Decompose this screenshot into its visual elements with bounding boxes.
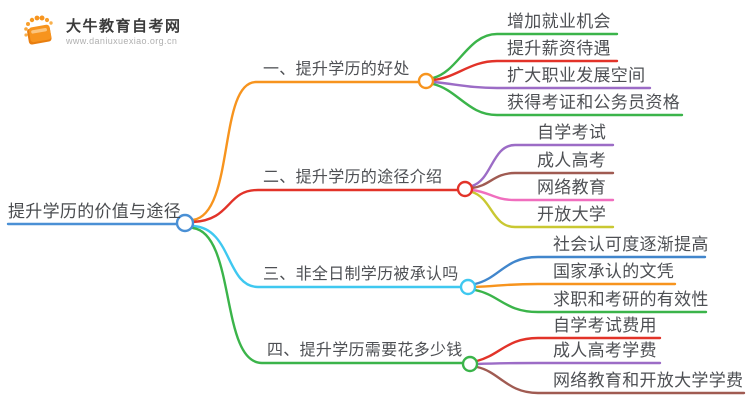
branch-3-child-2-label[interactable]: 国家承认的文凭: [553, 262, 675, 281]
branch-3-label[interactable]: 三、非全日制学历被承认吗: [263, 266, 459, 283]
branch-1-child-2-label[interactable]: 提升薪资待遇: [507, 39, 611, 58]
branch-4-node-toggle[interactable]: [461, 355, 479, 373]
root-node-label[interactable]: 提升学历的价值与途径: [8, 202, 181, 221]
edge-branch-4-child-3: [475, 365, 746, 395]
edge-branch-4-child-2: [475, 361, 662, 366]
edge-branch-1-child-3: [431, 80, 652, 90]
branch-4-child-3-label[interactable]: 网络教育和开放大学学费: [553, 371, 744, 390]
edge-branch-4-child-1: [475, 336, 662, 363]
edge-branch-2-child-4: [470, 190, 615, 229]
edge-branch-1-child-4: [431, 82, 684, 117]
branch-2-child-4-label[interactable]: 开放大学: [537, 205, 607, 224]
edge-branch-1: [191, 80, 421, 222]
branch-1-node-toggle[interactable]: [417, 72, 435, 90]
branch-2-label[interactable]: 二、提升学历的途径介绍: [263, 169, 443, 186]
branch-4-label[interactable]: 四、提升学历需要花多少钱: [267, 342, 463, 359]
branch-2-child-1-label[interactable]: 自学考试: [537, 123, 607, 142]
branch-4-child-2-label[interactable]: 成人高考学费: [553, 341, 657, 360]
edge-branch-3-child-3: [473, 288, 708, 314]
branch-1-child-3-label[interactable]: 扩大职业发展空间: [507, 66, 646, 85]
branch-1-child-1-label[interactable]: 增加就业机会: [507, 12, 611, 31]
logo-url: www.daniuxuexiao.org.cn: [66, 35, 178, 46]
edge-branch-1-child-1: [431, 32, 619, 80]
book-sunburst-icon: [24, 15, 53, 45]
edge-branch-1-child-2: [431, 59, 619, 82]
branch-2-child-2-label[interactable]: 成人高考: [537, 151, 607, 170]
branch-4-child-1-label[interactable]: 自学考试费用: [553, 316, 657, 335]
edge-branch-2-child-2: [470, 171, 615, 190]
edge-branch-2: [191, 188, 460, 224]
branch-3-node-toggle[interactable]: [459, 278, 477, 296]
edge-branch-3-child-2: [473, 282, 677, 289]
branch-3-child-1-label[interactable]: 社会认可度逐渐提高: [553, 235, 709, 254]
logo-title: 大牛教育自考网: [66, 17, 182, 35]
branch-3-child-3-label[interactable]: 求职和考研的有效性: [553, 290, 709, 309]
branch-2-child-3-label[interactable]: 网络教育: [537, 178, 607, 197]
branch-1-label[interactable]: 一、提升学历的好处: [263, 61, 410, 78]
edge-branch-3: [191, 224, 463, 289]
edge-branch-4: [191, 226, 465, 365]
edge-branch-2-child-3: [470, 188, 615, 202]
branch-1-child-4-label[interactable]: 获得考证和公务员资格: [507, 93, 680, 112]
edge-branch-2-child-1: [470, 143, 615, 188]
branch-2-node-toggle[interactable]: [456, 180, 474, 198]
site-logo: 大牛教育自考网 www.daniuxuexiao.org.cn: [20, 12, 182, 52]
edge-branch-3-child-1: [473, 255, 707, 286]
root-node-toggle[interactable]: [175, 213, 195, 233]
